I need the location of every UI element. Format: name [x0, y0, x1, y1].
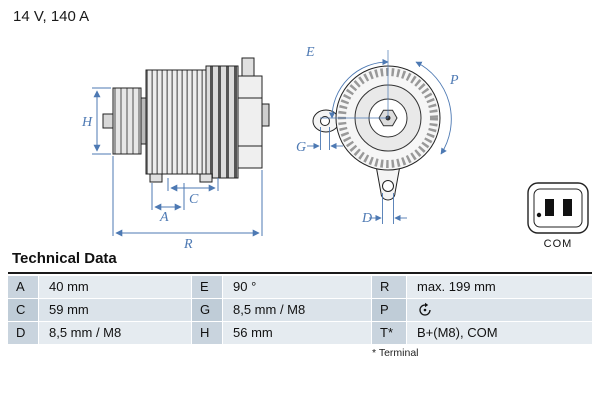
dimension-lines-front: [307, 50, 452, 224]
spec-key: H: [192, 322, 222, 344]
spec-key: A: [8, 276, 38, 298]
dim-label-c: C: [189, 192, 199, 207]
spec-value: max. 199 mm: [407, 276, 592, 298]
product-rating: 14 V, 140 A: [13, 8, 90, 25]
table-title: Technical Data: [12, 250, 117, 267]
table-row: C 59 mm G 8,5 mm / M8 P: [8, 299, 592, 321]
connector-label: COM: [544, 238, 573, 250]
technical-data-table: A 40 mm E 90 ° R max. 199 mm C 59 mm G 8…: [8, 272, 592, 344]
spec-key: R: [372, 276, 406, 298]
spec-key: E: [192, 276, 222, 298]
dim-label-e: E: [305, 45, 315, 60]
spec-value: 59 mm: [39, 299, 191, 321]
technical-data-section: Technical Data A 40 mm E 90 ° R max. 199…: [8, 250, 592, 359]
dimension-lines-side: [92, 87, 263, 237]
spec-value: 8,5 mm / M8: [223, 299, 371, 321]
dim-label-a: A: [159, 210, 169, 225]
dim-label-h: H: [81, 115, 93, 130]
technical-drawing: H C A R E P G D COM: [81, 45, 589, 252]
dim-label-d: D: [361, 211, 372, 226]
spec-value: B+(M8), COM: [407, 322, 592, 344]
table-row: A 40 mm E 90 ° R max. 199 mm: [8, 276, 592, 298]
spec-value: 90 °: [223, 276, 371, 298]
dim-label-r: R: [183, 237, 193, 252]
spec-key: C: [8, 299, 38, 321]
spec-key: P: [372, 299, 406, 321]
clockwise-rotation-icon: [417, 302, 433, 318]
terminal-footnote: * Terminal: [372, 347, 419, 359]
spec-value: 40 mm: [39, 276, 191, 298]
spec-value: 56 mm: [223, 322, 371, 344]
spec-key: G: [192, 299, 222, 321]
dim-label-p: P: [449, 73, 459, 88]
spec-key: T*: [372, 322, 406, 344]
spec-key: D: [8, 322, 38, 344]
alternator-side-view: [102, 57, 270, 183]
spec-value-rotation: [407, 299, 592, 321]
connector-detail: [527, 182, 589, 234]
table-row: D 8,5 mm / M8 H 56 mm T* B+(M8), COM: [8, 322, 592, 344]
spec-value: 8,5 mm / M8: [39, 322, 191, 344]
dim-label-g: G: [296, 140, 306, 155]
alternator-front-view: [312, 65, 441, 201]
